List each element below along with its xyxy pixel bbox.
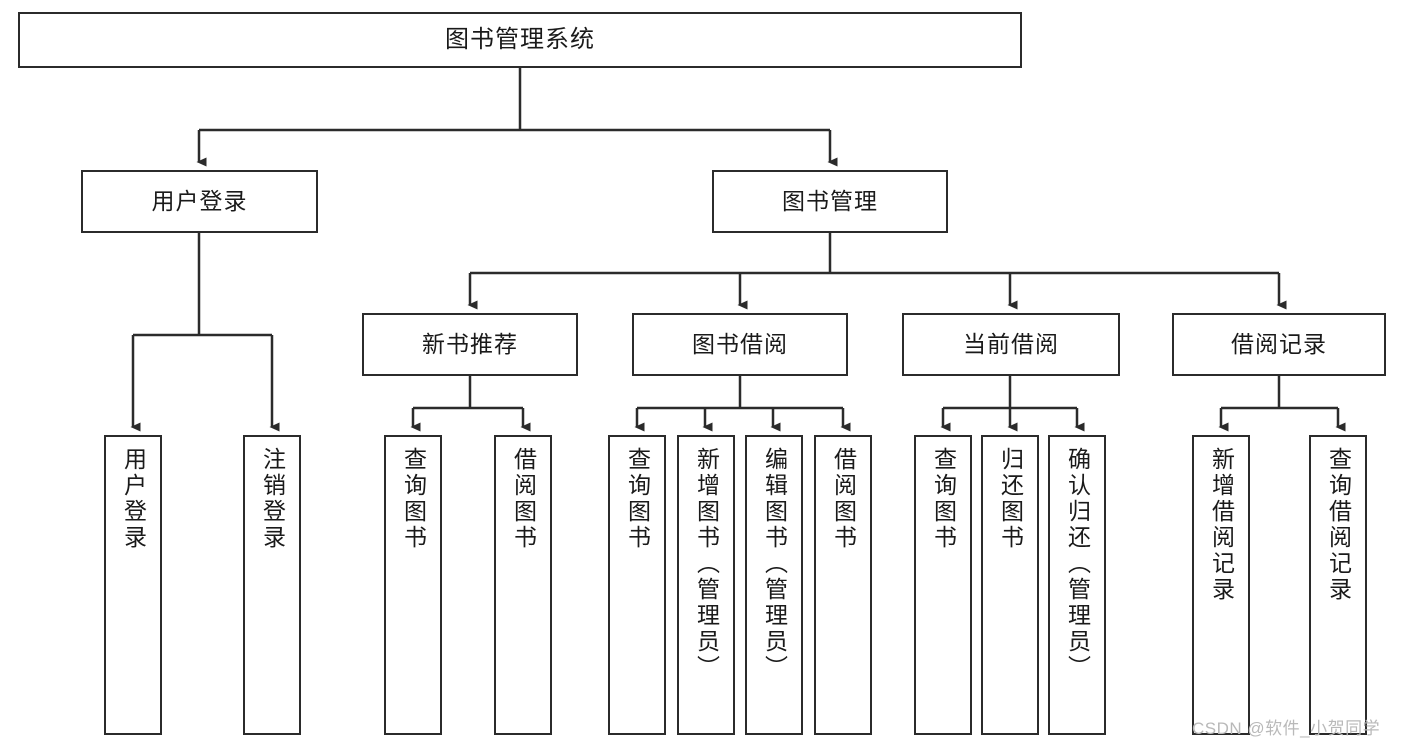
node-label: 查询图书 [624, 447, 651, 551]
node-label: 借阅图书 [830, 447, 857, 551]
node-leaf-query-book-current[interactable]: 查询图书 [914, 435, 972, 735]
node-leaf-add-book-admin[interactable]: 新增图书（管理员） [677, 435, 735, 735]
node-leaf-confirm-return-admin[interactable]: 确认归还（管理员） [1048, 435, 1106, 735]
node-leaf-query-book-borrow[interactable]: 查询图书 [608, 435, 666, 735]
node-label: 注销登录 [259, 447, 286, 551]
node-label: 当前借阅 [963, 330, 1059, 357]
node-leaf-borrow-book-recommend[interactable]: 借阅图书 [494, 435, 552, 735]
node-user-login[interactable]: 用户登录 [81, 170, 318, 233]
node-label: 新增图书（管理员） [693, 447, 720, 681]
node-label: 确认归还（管理员） [1064, 447, 1091, 681]
node-label: 编辑图书（管理员） [761, 447, 788, 681]
node-book-borrow[interactable]: 图书借阅 [632, 313, 848, 376]
node-label: 借阅记录 [1231, 330, 1327, 357]
node-label: 图书借阅 [692, 330, 788, 357]
node-label: 用户登录 [151, 187, 248, 214]
node-label: 图书管理 [782, 187, 878, 214]
node-label: 图书管理系统 [445, 25, 595, 53]
node-root-system[interactable]: 图书管理系统 [18, 12, 1022, 68]
node-label: 查询图书 [400, 447, 427, 551]
node-current-borrow[interactable]: 当前借阅 [902, 313, 1120, 376]
node-book-management[interactable]: 图书管理 [712, 170, 948, 233]
node-leaf-query-borrow-record[interactable]: 查询借阅记录 [1309, 435, 1367, 735]
node-borrow-record[interactable]: 借阅记录 [1172, 313, 1386, 376]
node-leaf-query-book-recommend[interactable]: 查询图书 [384, 435, 442, 735]
watermark-text: CSDN @软件_小贺同学 [1192, 719, 1381, 738]
node-label: 归还图书 [997, 447, 1024, 551]
node-label: 借阅图书 [510, 447, 537, 551]
node-leaf-add-borrow-record[interactable]: 新增借阅记录 [1192, 435, 1250, 735]
node-label: 查询借阅记录 [1325, 447, 1352, 603]
node-leaf-borrow-book[interactable]: 借阅图书 [814, 435, 872, 735]
node-leaf-return-book[interactable]: 归还图书 [981, 435, 1039, 735]
node-label: 查询图书 [930, 447, 957, 551]
node-new-book-recommend[interactable]: 新书推荐 [362, 313, 578, 376]
node-label: 新书推荐 [422, 330, 518, 357]
node-label: 用户登录 [120, 447, 147, 551]
node-leaf-user-login[interactable]: 用户登录 [104, 435, 162, 735]
node-leaf-edit-book-admin[interactable]: 编辑图书（管理员） [745, 435, 803, 735]
node-label: 新增借阅记录 [1208, 447, 1235, 603]
node-leaf-logout[interactable]: 注销登录 [243, 435, 301, 735]
